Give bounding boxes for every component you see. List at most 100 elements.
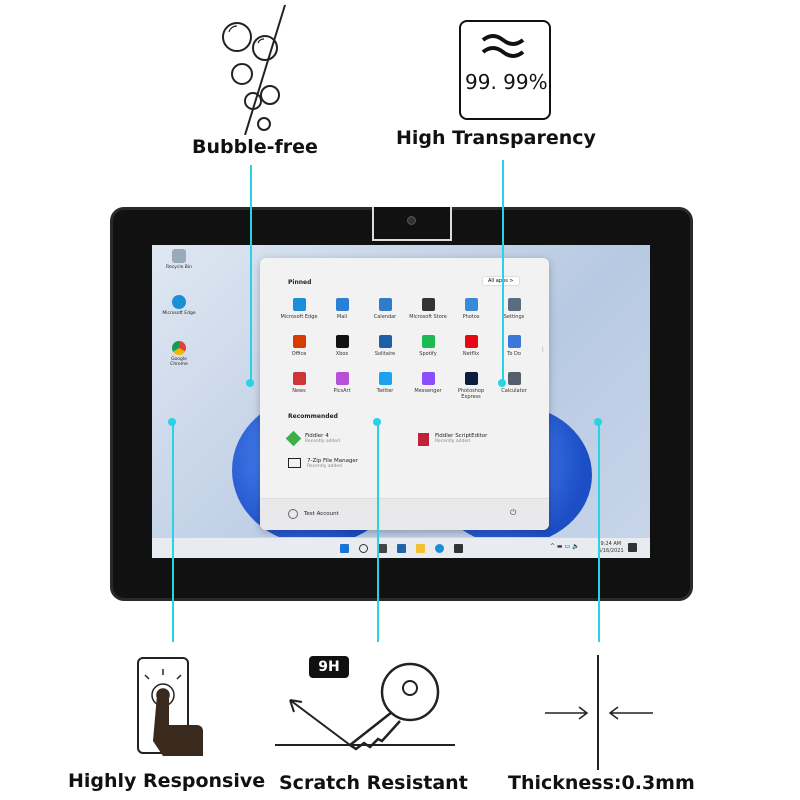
app-label: Photoshop Express xyxy=(457,388,485,400)
app-icon xyxy=(378,372,392,385)
power-icon[interactable]: ⏻ xyxy=(510,508,517,517)
app-label: Calculator xyxy=(501,388,527,394)
app-icon xyxy=(464,298,478,311)
app-label: Calendar xyxy=(373,314,397,320)
app-label: Mail xyxy=(336,314,348,320)
pinned-app[interactable]: Calculator xyxy=(491,372,537,400)
scratch-key-icon xyxy=(275,656,455,751)
app-label: Microsoft Store xyxy=(409,314,447,320)
scratch-resistant-label: Scratch Resistant xyxy=(279,772,468,794)
transparency-value: 99. 99% xyxy=(465,70,548,94)
highly-responsive-label: Highly Responsive xyxy=(68,770,266,792)
app-label: Netflix xyxy=(462,351,480,357)
callout-line xyxy=(250,165,252,383)
app-label: PicsArt xyxy=(333,388,351,394)
app-icon xyxy=(292,335,306,348)
pinned-app[interactable]: Office xyxy=(276,335,322,357)
app-label: Twitter xyxy=(376,388,394,394)
app-label: Solitaire xyxy=(374,351,396,357)
system-tray-icons[interactable]: ^ ▬ ▭ 🔈 xyxy=(550,543,580,550)
app-icon xyxy=(464,372,478,385)
pinned-app[interactable]: Messenger xyxy=(405,372,451,400)
tablet-screen: Recycle Bin Microsoft Edge Google Chrome… xyxy=(152,245,650,558)
callout-line xyxy=(598,422,600,642)
pinned-app[interactable]: Netflix xyxy=(448,335,494,357)
pinned-apps-grid: Microsoft Edge Mail Calendar Microsoft Stor… xyxy=(276,298,534,400)
pinned-app[interactable]: Mail xyxy=(319,298,365,320)
app-icon xyxy=(292,372,306,385)
app-icon xyxy=(335,372,349,385)
edge-icon[interactable] xyxy=(435,544,444,553)
app-label: To Do xyxy=(507,351,521,357)
app-icon xyxy=(335,298,349,311)
recommended-heading: Recommended xyxy=(288,413,338,420)
hardness-badge: 9H xyxy=(318,659,340,675)
app-label: Xbox xyxy=(335,351,349,357)
camera-icon xyxy=(407,216,416,225)
pinned-app[interactable]: Photoshop Express xyxy=(448,372,494,400)
pinned-app[interactable]: Xbox xyxy=(319,335,365,357)
user-account-button[interactable]: Test Account xyxy=(288,509,339,519)
app-icon xyxy=(421,372,435,385)
pinned-app[interactable]: Microsoft Edge xyxy=(276,298,322,320)
desktop-icon[interactable]: Recycle Bin xyxy=(162,249,196,270)
pinned-app[interactable]: Solitaire xyxy=(362,335,408,357)
pinned-app[interactable]: Twitter xyxy=(362,372,408,400)
app-icon xyxy=(507,335,521,348)
app-label: Office xyxy=(291,351,307,357)
app-icon xyxy=(378,335,392,348)
start-menu: Pinned All apps > Microsoft Edge Mail Cale… xyxy=(260,258,549,530)
app-label: Photos xyxy=(462,314,480,320)
desktop-icon[interactable]: Microsoft Edge xyxy=(162,295,196,316)
wave-icon xyxy=(481,34,525,58)
notifications-icon[interactable] xyxy=(628,543,637,552)
app-icon xyxy=(421,335,435,348)
app-label: News xyxy=(292,388,306,394)
app-icon xyxy=(507,298,521,311)
widgets-icon[interactable] xyxy=(397,544,406,553)
user-icon xyxy=(288,509,298,519)
pinned-app[interactable]: News xyxy=(276,372,322,400)
page-dots[interactable]: ⋮ xyxy=(540,346,546,353)
bubble-free-label: Bubble-free xyxy=(192,136,318,158)
thickness-arrows-icon xyxy=(545,655,653,770)
app-icon xyxy=(421,298,435,311)
thickness-label: Thickness:0.3mm xyxy=(508,772,695,794)
store-icon[interactable] xyxy=(454,544,463,553)
file-explorer-icon[interactable] xyxy=(416,544,425,553)
pinned-app[interactable]: Microsoft Store xyxy=(405,298,451,320)
pinned-app[interactable]: Calendar xyxy=(362,298,408,320)
pinned-app[interactable]: Photos xyxy=(448,298,494,320)
pinned-heading: Pinned xyxy=(288,279,312,286)
start-icon[interactable] xyxy=(340,544,349,553)
bubbles-icon xyxy=(222,4,286,135)
pinned-app[interactable]: Spotify xyxy=(405,335,451,357)
task-view-icon[interactable] xyxy=(378,544,387,553)
app-label: Spotify xyxy=(419,351,437,357)
high-transparency-label: High Transparency xyxy=(396,127,596,149)
app-icon xyxy=(378,298,392,311)
pinned-app[interactable]: PicsArt xyxy=(319,372,365,400)
callout-line xyxy=(172,422,174,642)
callout-line xyxy=(377,422,379,642)
pinned-app[interactable]: Settings xyxy=(491,298,537,320)
callout-dot xyxy=(246,379,254,387)
all-apps-button[interactable]: All apps > xyxy=(482,276,520,286)
transparency-card: 99. 99% xyxy=(459,20,551,120)
app-icon xyxy=(335,335,349,348)
desktop-icon[interactable]: Google Chrome xyxy=(162,341,196,367)
app-icon xyxy=(507,372,521,385)
callout-line xyxy=(502,160,504,383)
search-icon[interactable] xyxy=(359,544,368,553)
app-label: Microsoft Edge xyxy=(280,314,318,320)
callout-dot xyxy=(498,379,506,387)
app-label: Settings xyxy=(503,314,525,320)
app-icon xyxy=(292,298,306,311)
app-label: Messenger xyxy=(414,388,442,394)
pinned-app[interactable]: To Do xyxy=(491,335,537,357)
